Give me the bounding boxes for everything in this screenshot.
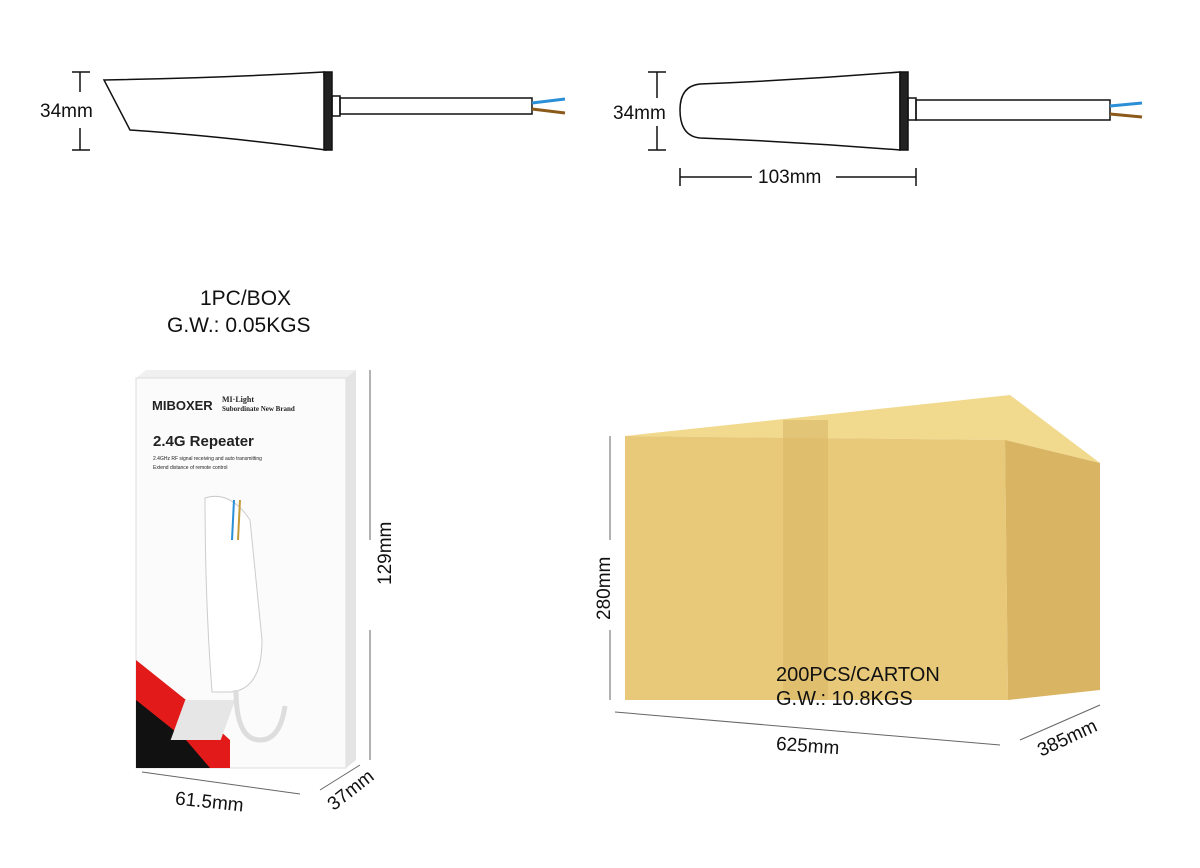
front-view-height-label: 34mm xyxy=(613,103,666,124)
carton-weight-label: G.W.: 10.8KGS xyxy=(776,688,913,710)
carton-quantity-label: 200PCS/CARTON xyxy=(776,664,940,686)
carton-width-label: 625mm xyxy=(775,733,841,760)
feature-2: Extend distance of remote control xyxy=(153,465,228,471)
sub-brand: MI·Light xyxy=(222,395,255,404)
carton-drawing xyxy=(609,395,1101,746)
product-name: 2.4G Repeater xyxy=(153,433,254,450)
box-weight-label: G.W.: 0.05KGS xyxy=(167,314,311,337)
side-view-height-label: 34mm xyxy=(40,101,93,122)
brand-logo: MIBOXER xyxy=(152,398,213,413)
box-quantity-label: 1PC/BOX xyxy=(200,287,292,310)
retail-box-drawing xyxy=(135,370,371,795)
sub-brand-tagline: Subordinate New Brand xyxy=(222,405,295,413)
feature-1: 2.4GHz RF signal receiving and auto tran… xyxy=(153,456,262,462)
side-view-drawing xyxy=(72,71,566,151)
box-height-label: 129mm xyxy=(375,521,396,585)
carton-height-label: 280mm xyxy=(594,556,615,620)
front-view-drawing xyxy=(648,71,1143,186)
front-view-length-label: 103mm xyxy=(758,167,822,188)
